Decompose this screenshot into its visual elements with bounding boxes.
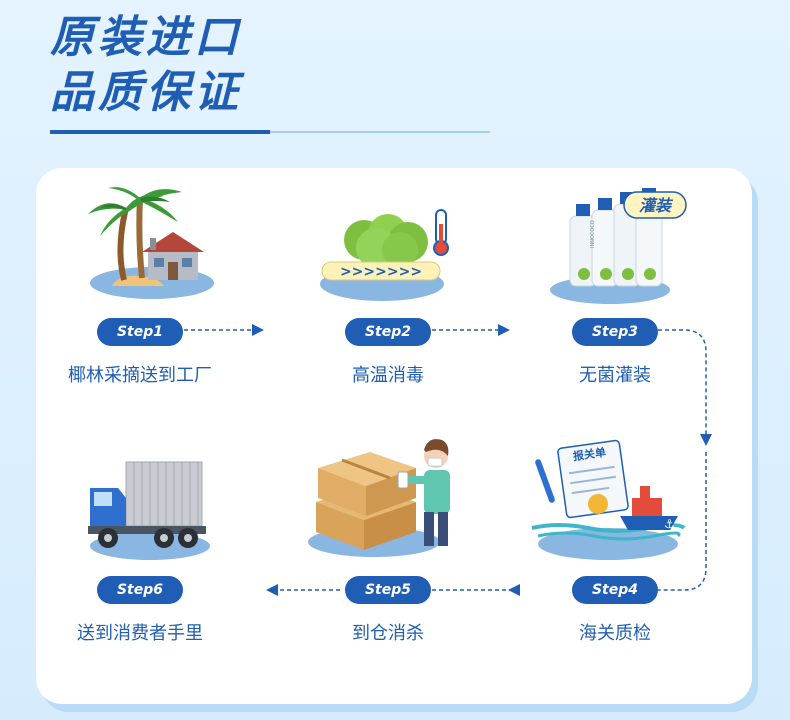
arrow-down-icon — [700, 434, 712, 446]
bottles-icon: 灌装 INNOCOCO — [550, 188, 687, 304]
step1-badge: Step1 — [97, 318, 183, 346]
arrow-right-icon — [498, 324, 510, 336]
headline-underline-dark — [50, 130, 270, 134]
warehouse-boxes-icon — [308, 439, 450, 557]
step2-badge: Step2 — [345, 318, 431, 346]
step3-label: 无菌灌装 — [579, 365, 651, 386]
coconut-sterilize-icon: >>>>>>> — [320, 209, 449, 301]
svg-text:⚓: ⚓ — [664, 517, 675, 531]
step5-label: 到仓消杀 — [352, 623, 424, 644]
bottle-brand-text: INNOCOCO — [590, 220, 596, 248]
step2-label: 高温消毒 — [352, 365, 424, 386]
bottles-tag: 灌装 — [639, 196, 674, 215]
svg-text:>>>>>>>: >>>>>>> — [340, 264, 422, 280]
step6-label: 送到消费者手里 — [77, 623, 203, 644]
step5-badge: Step5 — [345, 576, 431, 604]
customs-ship-icon: 报关单 ⚓ — [531, 439, 686, 560]
headline-line-2: 品质保证 — [50, 67, 242, 118]
arrow-left-icon — [266, 584, 278, 596]
headline-line-1: 原装进口 — [50, 12, 242, 63]
step6-badge: Step6 — [97, 576, 183, 604]
customs-doc-label: 报关单 — [572, 445, 607, 463]
coconut-farm-icon — [88, 187, 214, 299]
step1-label: 椰林采摘送到工厂 — [68, 365, 212, 386]
step4-badge: Step4 — [572, 576, 658, 604]
truck-icon — [88, 461, 210, 560]
arrow-left-icon — [508, 584, 520, 596]
step3-badge: Step3 — [572, 318, 658, 346]
arrow-right-icon — [252, 324, 264, 336]
headline-underline-light — [270, 131, 490, 133]
step4-label: 海关质检 — [579, 623, 651, 644]
